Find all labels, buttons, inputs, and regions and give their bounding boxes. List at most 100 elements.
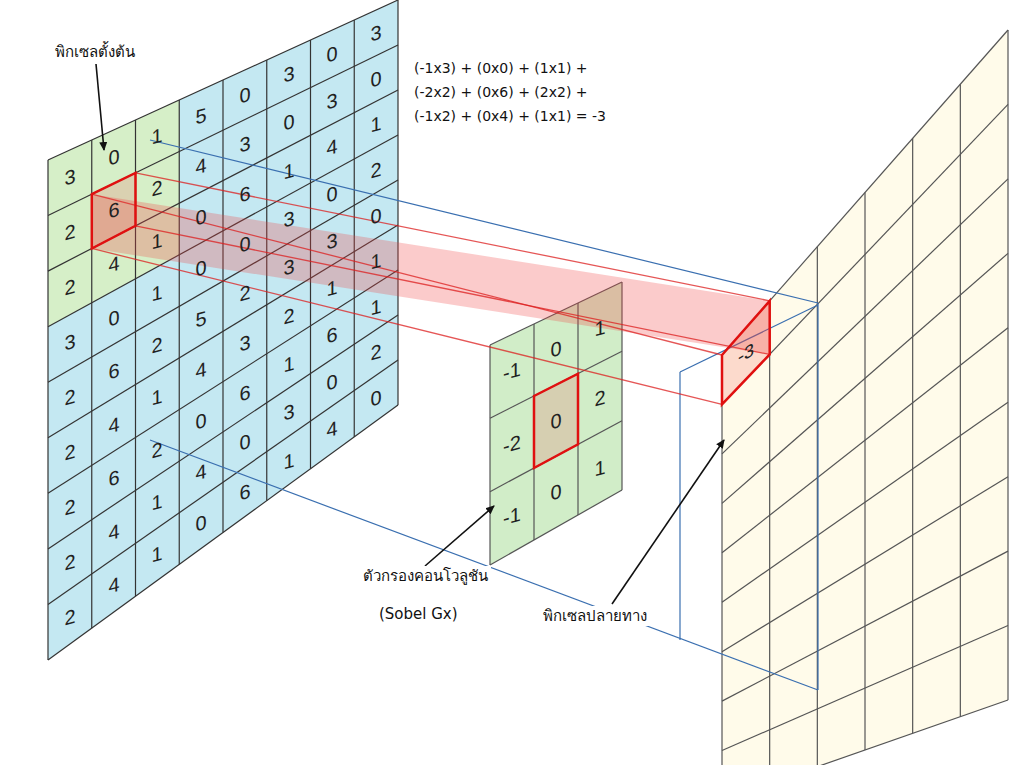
- pixel-value: 4: [196, 459, 207, 486]
- output-grid-line: [722, 253, 1008, 503]
- pixel-value: 3: [327, 87, 338, 114]
- output-grid-line: [864, 193, 865, 751]
- pixel-value: 3: [239, 131, 250, 158]
- pixel-value: 2: [371, 156, 382, 183]
- pixel-value: 3: [283, 399, 294, 426]
- output-grid-cell: [770, 709, 818, 765]
- input-grid-line: [266, 60, 267, 501]
- input-grid-cell: [223, 452, 267, 533]
- pixel-value: 0: [239, 429, 250, 456]
- output-grid-line: [722, 328, 1008, 553]
- pixel-value: 3: [283, 61, 294, 88]
- formula-line: (-1x2) + (0x4) + (1x1) = -3: [414, 108, 606, 125]
- output-grid-line: [769, 301, 770, 765]
- pixel-value: 6: [327, 322, 338, 349]
- pixel-value: 5: [196, 306, 207, 333]
- pixel-value: 0: [108, 304, 119, 331]
- pixel-value: 1: [152, 541, 163, 568]
- pixel-value: 2: [64, 219, 75, 246]
- beam-edge: [92, 194, 722, 355]
- pixel-value: 3: [64, 329, 75, 356]
- pixel-value: 3: [239, 329, 250, 356]
- pixel-value: 6: [239, 379, 250, 406]
- frame-line: [150, 440, 818, 690]
- pixel-value: 0: [371, 202, 382, 229]
- filter-grid-cell: [578, 421, 622, 515]
- pixel-value: 0: [239, 81, 250, 108]
- output-grid-cell: [865, 667, 913, 750]
- pixel-value: 5: [196, 102, 207, 129]
- leader-line: [612, 440, 724, 604]
- pixel-value: 0: [327, 40, 338, 67]
- filter-name: (Sobel Gx): [376, 604, 461, 624]
- pixel-value: 2: [64, 493, 75, 520]
- pixel-value: 0: [283, 109, 294, 136]
- pixel-value: 1: [152, 123, 163, 150]
- pixel-value: 3: [283, 254, 294, 281]
- pixel-value: 4: [108, 572, 119, 599]
- pixel-value: 4: [327, 134, 338, 161]
- output-grid-line: [722, 626, 1008, 751]
- pixel-value: 2: [64, 548, 75, 575]
- pixel-value: 0: [550, 407, 561, 434]
- pixel-value: 6: [108, 197, 119, 224]
- filter-grid-line: [489, 345, 490, 565]
- pixel-value: 0: [327, 369, 338, 396]
- input-grid-line: [354, 20, 355, 437]
- pixel-value: 4: [327, 416, 338, 443]
- output-grid-line: [722, 104, 1008, 404]
- highlight-cell: [92, 173, 136, 249]
- pixel-value: 1: [594, 454, 605, 481]
- input-grid-cell: [311, 391, 355, 469]
- pixel-value: 1: [371, 111, 382, 138]
- pixel-value: 1: [283, 157, 294, 184]
- pixel-value: 1: [371, 248, 382, 275]
- pixel-value: -2: [503, 429, 521, 458]
- input-grid-line: [222, 80, 223, 533]
- grid-layer: [48, 0, 1008, 765]
- frame-line: [817, 303, 818, 690]
- pixel-value: 0: [371, 65, 382, 92]
- output-grid-line: [960, 84, 961, 717]
- pixel-value: 0: [196, 510, 207, 537]
- filter-label: ตัวกรองคอนโวลูชัน: [360, 566, 491, 586]
- source-pixel-label: พิกเซลตั้งต้น: [52, 42, 138, 62]
- pixel-value: 0: [108, 143, 119, 170]
- pixel-value: 2: [64, 438, 75, 465]
- output-grid-line: [722, 477, 1008, 652]
- input-grid-line: [48, 270, 398, 493]
- input-grid-cell: [354, 360, 398, 437]
- pixel-value: 3: [371, 19, 382, 46]
- pixel-value: 1: [152, 488, 163, 515]
- pixel-value: 0: [371, 385, 382, 412]
- pixel-value: -1: [503, 356, 521, 385]
- output-grid-cell: [913, 646, 961, 733]
- pixel-value: 1: [152, 384, 163, 411]
- pixel-value: 3: [64, 164, 75, 191]
- output-grid-cell: [817, 688, 865, 765]
- pixel-value: 1: [283, 350, 294, 377]
- input-grid-line: [48, 0, 398, 160]
- leader-lines: [96, 64, 724, 604]
- pixel-value: 6: [239, 478, 250, 505]
- pixel-value: 0: [196, 255, 207, 282]
- beam-edge: [92, 248, 722, 404]
- pixel-value: 4: [108, 250, 119, 277]
- pixel-value: 4: [196, 153, 207, 180]
- input-grid-cell: [179, 482, 223, 564]
- pixel-value: 2: [239, 280, 250, 307]
- pixel-value: 6: [108, 465, 119, 492]
- highlight-cell: [722, 301, 770, 405]
- formula-line: (-2x2) + (0x6) + (2x2) +: [414, 84, 588, 101]
- input-grid-line: [397, 0, 398, 405]
- output-grid-line: [721, 355, 722, 765]
- pixel-value: 2: [64, 384, 75, 411]
- formula-line: (-1x3) + (0x0) + (1x1) +: [414, 60, 588, 77]
- pixel-value: 6: [239, 181, 250, 208]
- leader-line: [96, 64, 104, 150]
- filter-grid-cell: [490, 468, 534, 565]
- pixel-value: 3: [283, 206, 294, 233]
- pixel-value: 1: [152, 279, 163, 306]
- input-grid-cell: [267, 421, 311, 501]
- output-grid-line: [722, 551, 1008, 701]
